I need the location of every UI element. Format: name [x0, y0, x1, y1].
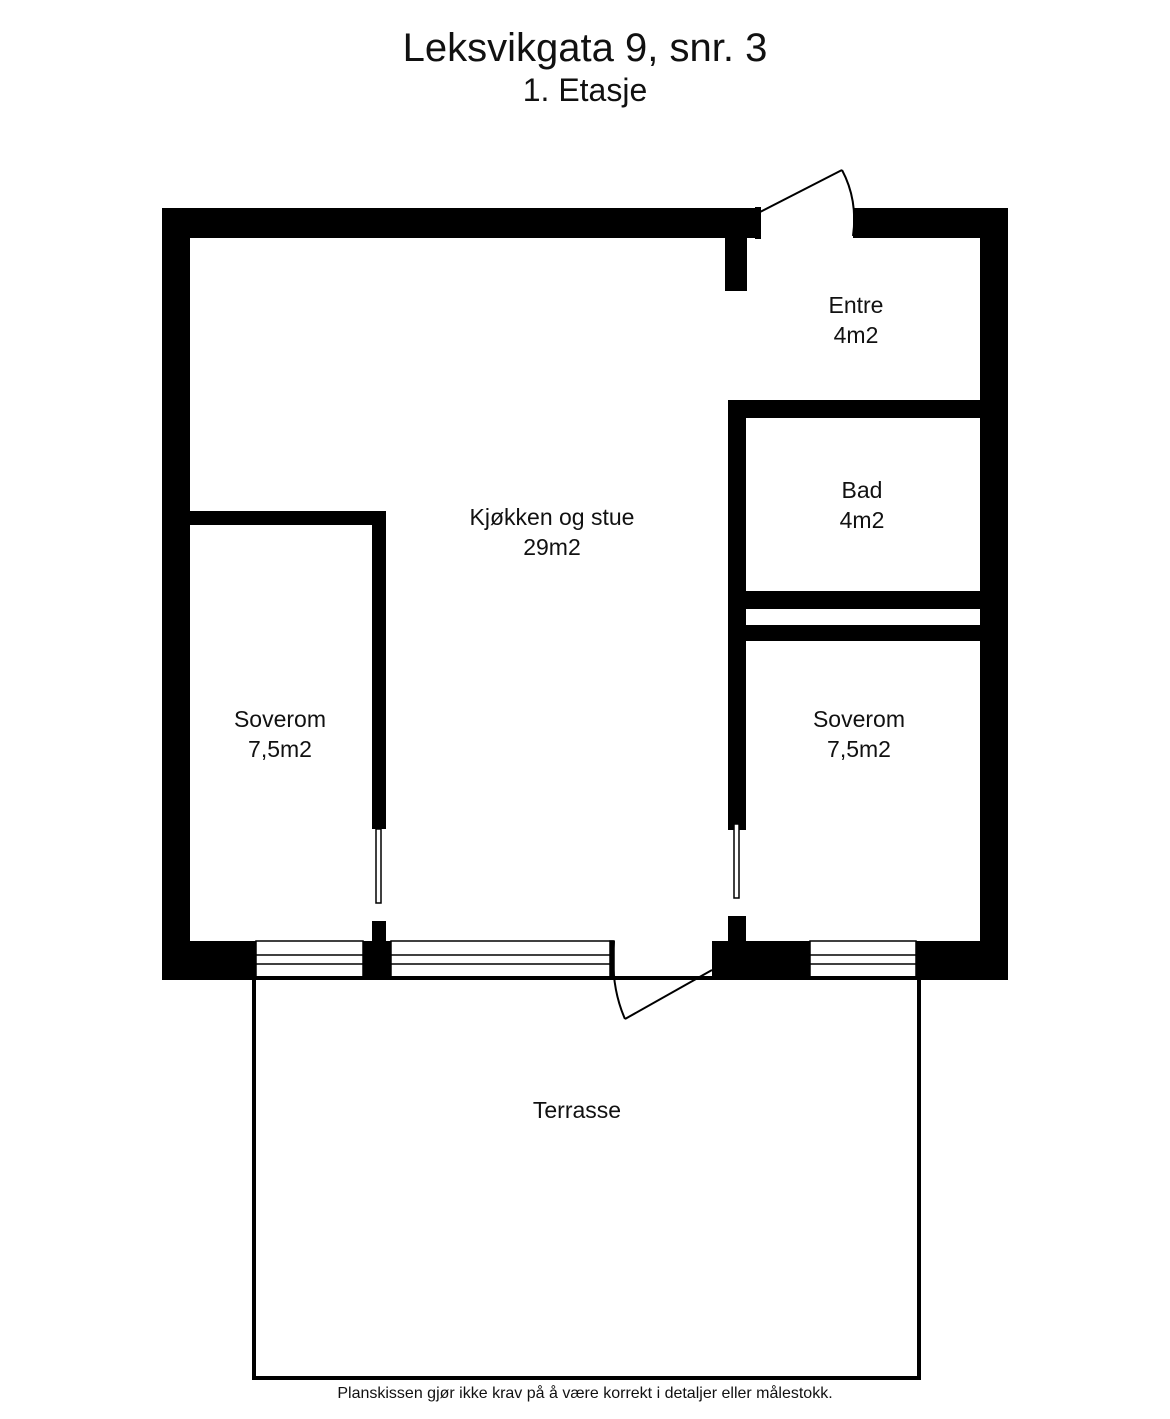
plan-title: Leksvikgata 9, snr. 3 — [402, 26, 768, 70]
exterior-walls — [162, 208, 1008, 980]
room-name: Soverom — [812, 706, 906, 732]
room-entre: Entre 4m2 — [776, 290, 936, 350]
entrance-door — [755, 169, 856, 239]
room-kjokken-og-stue: Kjøkken og stue 29m2 — [412, 502, 692, 562]
room-area: 4m2 — [833, 322, 879, 348]
sliding-doors — [375, 823, 740, 904]
interior-walls — [190, 236, 982, 943]
room-area: 7,5m2 — [827, 736, 891, 762]
room-area: 7,5m2 — [248, 736, 312, 762]
terrace-outline — [252, 976, 921, 1380]
room-name: Bad — [841, 477, 883, 503]
room-name: Terrasse — [532, 1097, 622, 1123]
room-area: 29m2 — [523, 534, 581, 560]
room-terrasse: Terrasse — [477, 1095, 677, 1125]
terrace-door — [612, 940, 713, 1020]
room-soverom-right: Soverom 7,5m2 — [769, 704, 949, 764]
disclaimer: Planskissen gjør ikke krav på å være kor… — [337, 1385, 833, 1402]
room-name: Kjøkken og stue — [469, 504, 635, 530]
room-soverom-left: Soverom 7,5m2 — [190, 704, 370, 764]
room-bad: Bad 4m2 — [782, 475, 942, 535]
floor-label: 1. Etasje — [522, 72, 648, 108]
room-name: Soverom — [233, 706, 327, 732]
room-area: 4m2 — [839, 507, 885, 533]
south-windows — [255, 940, 917, 979]
room-name: Entre — [828, 292, 884, 318]
